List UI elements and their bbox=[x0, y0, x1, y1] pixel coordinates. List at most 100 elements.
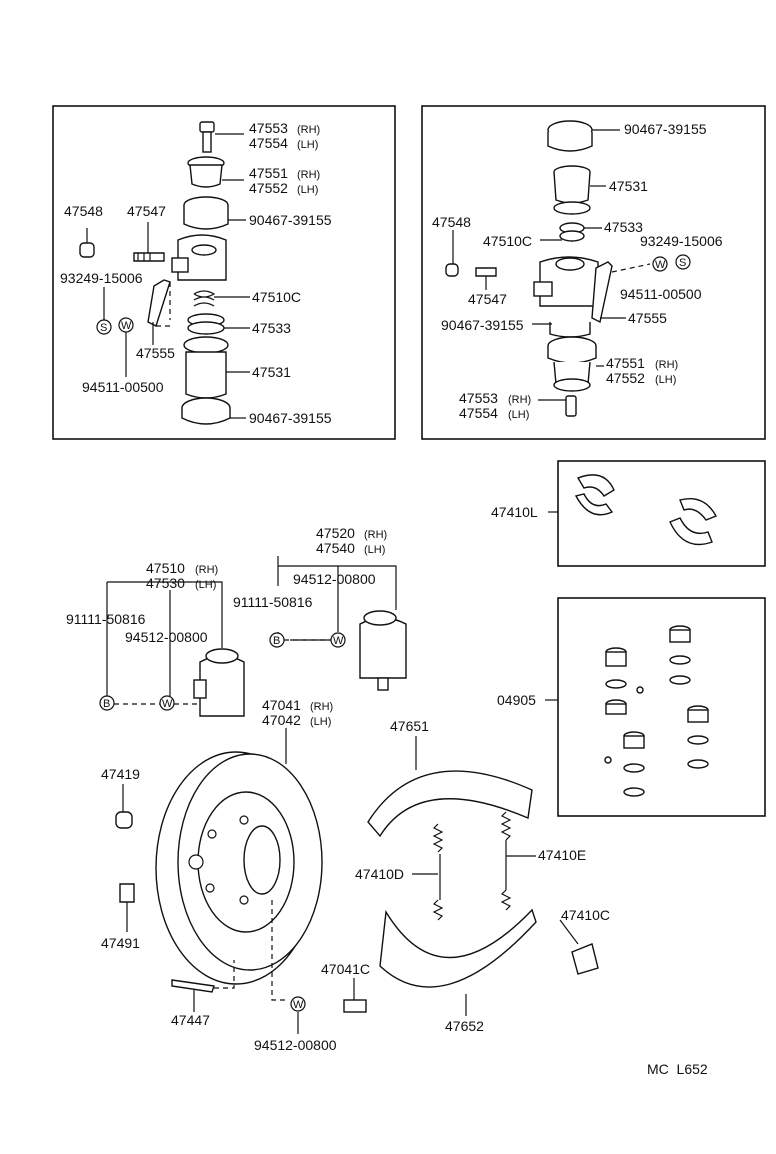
w-symbol bbox=[159, 695, 175, 711]
part-90467-39155: 90467-39155 bbox=[249, 410, 332, 426]
part-47551: 47551 bbox=[249, 165, 288, 181]
part-91111-50816: 91111-50816 bbox=[66, 611, 146, 627]
part-47042: 47042 bbox=[262, 712, 301, 728]
part-47547: 47547 bbox=[127, 203, 166, 219]
part-47410e: 47410E bbox=[538, 847, 586, 863]
w-symbol-label: W bbox=[333, 635, 344, 647]
part-47510c: 47510C bbox=[252, 289, 301, 305]
part-47520: 47520 bbox=[316, 525, 355, 541]
w-symbol bbox=[290, 996, 306, 1012]
upper-left-leader-lines bbox=[86, 133, 250, 419]
part-47554: 47554 bbox=[249, 135, 288, 151]
part-47447: 47447 bbox=[171, 1012, 210, 1028]
part-47652: 47652 bbox=[445, 1018, 484, 1034]
side-rh: (RH) bbox=[297, 169, 320, 181]
part-47553: 47553 bbox=[459, 390, 498, 406]
part-47419: 47419 bbox=[101, 766, 140, 782]
side-lh: (LH) bbox=[310, 716, 331, 728]
side-lh: (LH) bbox=[297, 184, 318, 196]
upper-right-frame bbox=[421, 105, 766, 440]
kit-04905-frame bbox=[557, 597, 766, 817]
part-47410c: 47410C bbox=[561, 907, 610, 923]
side-lh: (LH) bbox=[297, 139, 318, 151]
part-47553: 47553 bbox=[249, 120, 288, 136]
side-lh: (LH) bbox=[195, 579, 216, 591]
part-94512-00800: 94512-00800 bbox=[254, 1037, 337, 1053]
part-47552: 47552 bbox=[606, 370, 645, 386]
part-47651: 47651 bbox=[390, 718, 429, 734]
clip-47410c bbox=[571, 943, 599, 975]
kit-shoe-piece bbox=[679, 498, 717, 521]
part-47547: 47547 bbox=[468, 291, 507, 307]
b-symbol bbox=[269, 632, 285, 648]
upper-left-exploded-stack bbox=[79, 121, 231, 425]
side-rh: (RH) bbox=[297, 124, 320, 136]
part-47533: 47533 bbox=[252, 320, 291, 336]
part-94512-00800: 94512-00800 bbox=[293, 571, 376, 587]
part-93249-15006: 93249-15006 bbox=[60, 270, 143, 286]
lower-leader-lines bbox=[106, 556, 579, 1034]
part-47555: 47555 bbox=[136, 345, 175, 361]
kit-shoe-piece bbox=[574, 493, 614, 516]
part-47041c: 47041C bbox=[321, 961, 370, 977]
w-symbol-label: W bbox=[162, 698, 173, 710]
kit-47410l-frame bbox=[557, 460, 766, 567]
part-47410l: 47410L bbox=[491, 504, 538, 520]
part-47410d: 47410D bbox=[355, 866, 404, 882]
part-47531: 47531 bbox=[252, 364, 291, 380]
part-94512-00800: 94512-00800 bbox=[125, 629, 208, 645]
b-symbol-label: B bbox=[103, 698, 110, 710]
part-47551: 47551 bbox=[606, 355, 645, 371]
brake-shoe-upper bbox=[367, 770, 533, 838]
side-lh: (LH) bbox=[655, 374, 676, 386]
w-symbol bbox=[118, 317, 134, 333]
cylinder-repair-kit-group: 04905 bbox=[497, 597, 766, 817]
side-rh: (RH) bbox=[508, 394, 531, 406]
part-91111-50816: 91111-50816 bbox=[233, 594, 313, 610]
w-symbol-label: W bbox=[293, 999, 304, 1011]
upper-right-wheel-cylinder-group: 90467-39155 47531 47548 47533 47510C 932… bbox=[421, 105, 766, 440]
part-94511-00500: 94511-00500 bbox=[82, 379, 164, 395]
side-lh: (LH) bbox=[508, 409, 529, 421]
upper-right-leader-lines bbox=[452, 129, 651, 401]
w-symbol-label: W bbox=[655, 259, 666, 271]
part-04905: 04905 bbox=[497, 692, 536, 708]
b-symbol bbox=[99, 695, 115, 711]
part-47533: 47533 bbox=[604, 219, 643, 235]
part-90467-39155: 90467-39155 bbox=[624, 121, 707, 137]
s-symbol-label: S bbox=[100, 322, 107, 334]
wheel-cylinder-lh bbox=[193, 648, 245, 717]
side-rh: (RH) bbox=[310, 701, 333, 713]
w-symbol bbox=[330, 632, 346, 648]
part-47491: 47491 bbox=[101, 935, 140, 951]
part-47554: 47554 bbox=[459, 405, 498, 421]
side-rh: (RH) bbox=[364, 529, 387, 541]
upper-left-frame bbox=[52, 105, 396, 440]
nut-47419 bbox=[115, 811, 133, 829]
brake-shoe-lower bbox=[379, 908, 537, 988]
part-47548: 47548 bbox=[432, 214, 471, 230]
part-47531: 47531 bbox=[609, 178, 648, 194]
side-lh: (LH) bbox=[364, 544, 385, 556]
b-symbol-label: B bbox=[273, 635, 280, 647]
return-springs bbox=[432, 811, 512, 921]
backing-plate bbox=[155, 751, 323, 985]
w-symbol-label: W bbox=[121, 320, 132, 332]
part-47510c: 47510C bbox=[483, 233, 532, 249]
part-47530: 47530 bbox=[146, 575, 185, 591]
small-hardware bbox=[115, 811, 599, 1013]
kit-cups-pistons bbox=[604, 625, 709, 797]
clip-47491 bbox=[119, 883, 135, 903]
diagram-id: MC L652 bbox=[647, 1061, 708, 1077]
side-rh: (RH) bbox=[655, 359, 678, 371]
pin-47447 bbox=[171, 979, 215, 993]
kit-shoe-piece bbox=[576, 474, 615, 497]
lower-brake-assembly-group: B W B W W 47520 (RH) 47540 (LH) 47510 (R… bbox=[66, 525, 610, 1053]
part-94511-00500: 94511-00500 bbox=[620, 286, 702, 302]
s-symbol-label: S bbox=[679, 257, 686, 269]
part-47548: 47548 bbox=[64, 203, 103, 219]
w-symbol bbox=[652, 256, 668, 272]
s-symbol bbox=[96, 319, 112, 335]
side-rh: (RH) bbox=[195, 564, 218, 576]
